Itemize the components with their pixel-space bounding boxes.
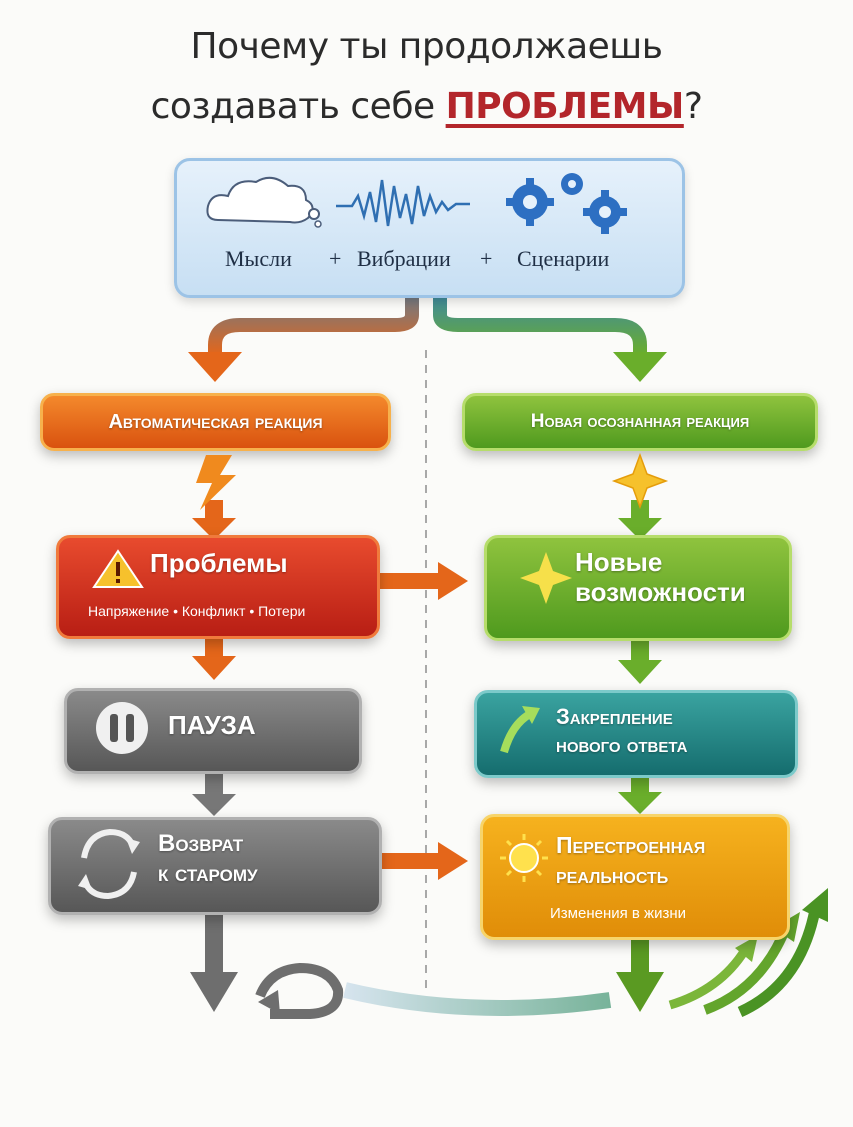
return-old-label: Возврат к старому [158,829,258,889]
cycle-icon [255,962,344,1019]
page-title-line1: Почему ты продолжаешь [190,26,663,67]
problems-title: Проблемы [150,548,288,578]
rebuilt-reality-subtitle: Изменения в жизни [550,905,686,922]
label-scenarios: Сценарии [517,246,610,271]
new-reaction-box: Новая осознанная реакция [462,393,818,451]
title-highlight: ПРОБЛЕМЫ [445,86,685,127]
new-opportunities-line1: Новые [575,547,663,577]
return-old-line1: Возврат [158,830,244,857]
growth-arrows-icon [668,888,828,1018]
label-vibrations: Вибрации [357,246,451,271]
plus-sign-1: + [329,246,342,271]
rebuilt-reality-box [480,814,790,940]
fixation-line2: нового ответа [556,732,688,757]
rebuilt-reality-label: Перестроенная реальность [556,830,705,890]
fixation-label: Закрепление нового ответа [556,703,687,759]
rebuilt-reality-line1: Перестроенная [556,832,706,858]
title-suffix: ? [683,86,703,127]
fixation-line1: Закрепление [556,704,673,729]
top-concept-box [174,158,685,298]
new-opportunities-label: Новые возможности [575,547,746,607]
automatic-reaction-box: Автоматическая реакция [40,393,391,451]
page-title-line2: создавать себе ПРОБЛЕМЫ? [0,86,853,127]
rebuilt-reality-line2: реальность [556,862,669,888]
automatic-reaction-label: Автоматическая реакция [108,410,323,433]
plus-sign-2: + [480,246,493,271]
problems-subtitle: Напряжение • Конфликт • Потери [88,603,306,619]
title-prefix: создавать себе [150,86,446,127]
return-old-line2: к старому [158,860,258,887]
new-opportunities-line2: возможности [575,577,746,607]
label-thoughts: Мысли [225,246,292,271]
new-reaction-label: Новая осознанная реакция [530,411,750,432]
pause-label: ПАУЗА [168,710,256,740]
